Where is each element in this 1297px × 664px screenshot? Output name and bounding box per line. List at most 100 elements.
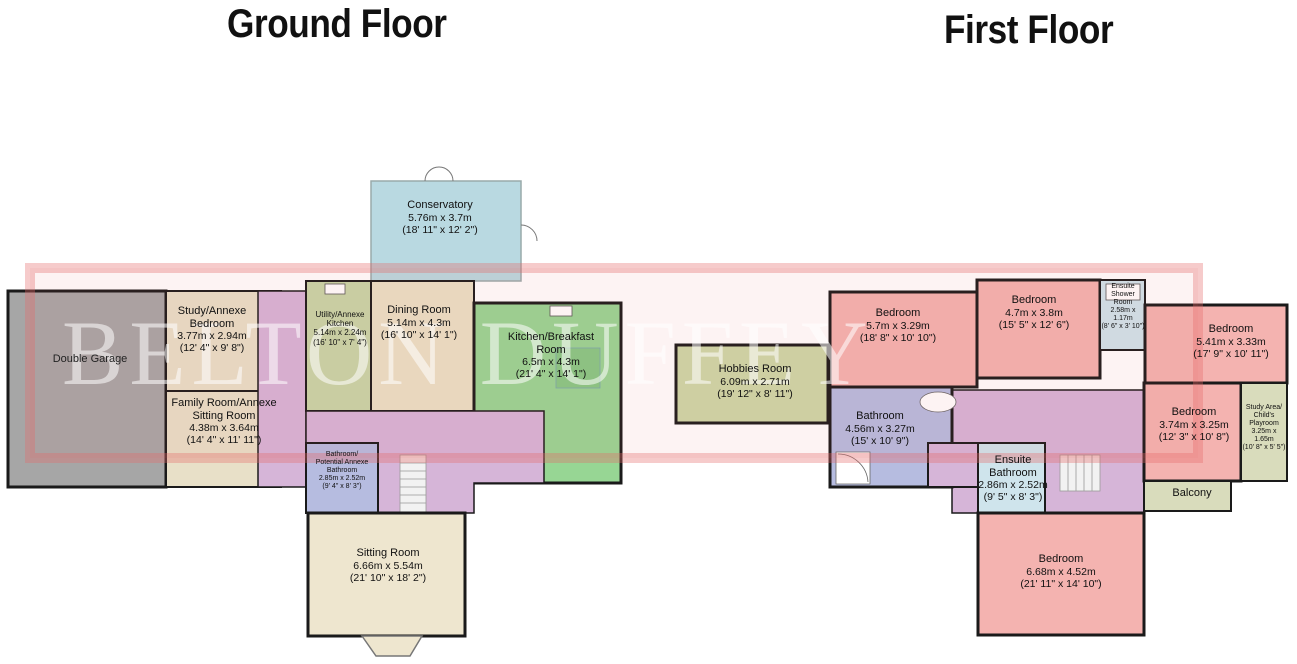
ensuite-shower-label: Ensuite Shower Room 2.58m x 1.17m (8' 6"… [1101, 283, 1144, 331]
room-name: Balcony [1172, 487, 1212, 499]
room-name: Utility/Annexe [315, 310, 365, 319]
room-name: Family Room/Annexe [171, 397, 277, 409]
room-name: Bedroom [875, 307, 921, 319]
room-imperial: (17' 9" x 10' 11") [1193, 347, 1269, 360]
first-stairs [1059, 454, 1101, 492]
room-imperial: (16' 10" x 14' 1") [380, 328, 458, 341]
room-metric: 4.7m x 3.8m [1005, 306, 1063, 319]
room-metric-2: 1.65m [1254, 436, 1274, 444]
room-imperial: (9' 4" x 8' 3") [322, 483, 362, 491]
watermark-band [25, 263, 1203, 463]
room-name-2: Kitchen [326, 319, 354, 329]
room-name-2: Potential Annexe [315, 459, 369, 467]
conservatory-door [424, 166, 454, 182]
watermark-tint [30, 268, 1198, 458]
study-area-label: Study Area/ Child's Playroom 3.25m x 1.6… [1242, 404, 1285, 452]
room-imperial: (12' 3" x 10' 8") [1158, 430, 1230, 443]
study-area [1240, 382, 1288, 482]
bedroom-2-label: Bedroom 4.7m x 3.8m (15' 5" x 12' 6") [999, 294, 1069, 331]
room-name: Ensuite [1111, 283, 1135, 290]
ground-stairs [399, 454, 427, 514]
room-name-3: Room [1113, 299, 1133, 307]
utility-room [305, 280, 372, 412]
room-imperial: (10' 8" x 5' 5") [1242, 444, 1286, 452]
hobbies-room-label: Hobbies Room 6.09m x 2.71m (19' 12" x 8'… [717, 363, 792, 400]
room-metric: 2.85m x 2.52m [318, 475, 366, 483]
room-metric-2: 1.17m [1113, 315, 1133, 323]
room-metric: 5.41m x 3.33m [1196, 335, 1266, 348]
room-name-2: Bathroom [989, 466, 1037, 479]
room-metric: 5.7m x 3.29m [866, 319, 930, 332]
watermark-text: BELTON DUFFEY [62, 302, 874, 404]
balcony-label: Balcony [1172, 487, 1211, 500]
ground-bathroom [305, 442, 379, 514]
room-metric: 6.09m x 2.71m [720, 375, 790, 388]
room-name: Dining Room [387, 304, 451, 316]
ensuite-bathroom-label: Ensuite Bathroom 2.86m x 2.52m (9' 5" x … [978, 454, 1047, 503]
kitchen-sink [549, 305, 573, 317]
dining-label: Dining Room 5.14m x 4.3m (16' 10" x 14' … [381, 304, 457, 341]
bedroom-1 [828, 290, 979, 389]
study-label: Study/Annexe Bedroom 3.77m x 2.94m (12' … [177, 305, 246, 354]
bedroom-3-label: Bedroom 5.41m x 3.33m (17' 9" x 10' 11") [1193, 323, 1268, 360]
kitchen-island [555, 347, 601, 389]
room-metric: 6.68m x 4.52m [1026, 565, 1096, 578]
room-imperial: (14' 4" x 11' 11") [186, 434, 262, 447]
room-name: Bedroom [1011, 294, 1057, 306]
hallway-west [257, 290, 307, 488]
room-imperial: (18' 11" x 12' 2") [402, 223, 478, 236]
room-name: Bedroom [1208, 323, 1254, 335]
room-name-2: Sitting Room [192, 409, 256, 422]
room-name-3: Bathroom [326, 467, 358, 475]
first-floor-plan [674, 278, 1289, 637]
room-imperial: (12' 4" x 9' 8") [179, 342, 245, 355]
room-imperial: (21' 4" x 14' 1") [515, 368, 587, 381]
room-imperial: (15' x 10' 9") [851, 434, 909, 447]
room-metric: 5.14m x 4.3m [387, 316, 451, 329]
family-room-label: Family Room/Annexe Sitting Room 4.38m x … [171, 397, 276, 446]
room-name: Study Area/ [1245, 404, 1283, 411]
room-metric: 4.56m x 3.27m [845, 422, 915, 435]
sitting-room-bay [360, 635, 424, 657]
sitting-room [306, 511, 467, 638]
room-name-2: Room [536, 343, 566, 356]
first-floor-heading: First Floor [944, 8, 1114, 52]
room-metric: 6.66m x 5.54m [353, 559, 423, 572]
bedroom-1-label: Bedroom 5.7m x 3.29m (18' 8" x 10' 10") [860, 307, 936, 344]
room-name-3: Playroom [1249, 420, 1279, 428]
room-name: Double Garage [52, 353, 128, 365]
room-imperial: (18' 8" x 10' 10") [859, 331, 937, 344]
balcony [1143, 480, 1232, 512]
sitting-room-label: Sitting Room 6.66m x 5.54m (21' 10" x 18… [350, 547, 426, 584]
double-garage-room [6, 289, 168, 489]
room-metric: 6.5m x 4.3m [522, 356, 580, 369]
room-name-2: Shower [1111, 291, 1135, 299]
room-name: Hobbies Room [718, 363, 792, 375]
room-metric: 3.74m x 3.25m [1159, 418, 1229, 431]
room-metric: 2.86m x 2.52m [978, 479, 1048, 492]
room-name: Bedroom [1038, 553, 1084, 565]
wash-basin [919, 391, 957, 413]
room-imperial: (19' 12" x 8' 11") [717, 387, 793, 400]
bedroom-4-label: Bedroom 3.74m x 3.25m (12' 3" x 10' 8") [1159, 406, 1229, 443]
hobbies-room [674, 343, 830, 425]
room-name: Kitchen/Breakfast [507, 331, 595, 343]
conservatory-side-door [520, 224, 538, 242]
bedroom-5-label: Bedroom 6.68m x 4.52m (21' 11" x 14' 10"… [1020, 553, 1101, 590]
double-garage-label: Double Garage [53, 353, 128, 366]
room-metric: 3.25m x [1251, 428, 1277, 436]
room-name: Bathroom/ [325, 451, 359, 458]
first-bathroom-label: Bathroom 4.56m x 3.27m (15' x 10' 9") [845, 410, 914, 447]
room-name: Sitting Room [356, 547, 420, 559]
room-name: Ensuite [994, 454, 1032, 466]
room-name-2: Bedroom [189, 317, 235, 330]
room-metric: 5.14m x 2.24m [313, 328, 367, 338]
bath-tub [835, 451, 871, 485]
ground-bathroom-label: Bathroom/ Potential Annexe Bathroom 2.85… [316, 451, 369, 491]
conservatory-label: Conservatory 5.76m x 3.7m (18' 11" x 12'… [402, 199, 477, 236]
room-imperial: (21' 10" x 18' 2") [349, 571, 427, 584]
conservatory-room [370, 180, 522, 282]
room-name: Bedroom [1171, 406, 1217, 418]
bedroom-5 [976, 511, 1146, 637]
